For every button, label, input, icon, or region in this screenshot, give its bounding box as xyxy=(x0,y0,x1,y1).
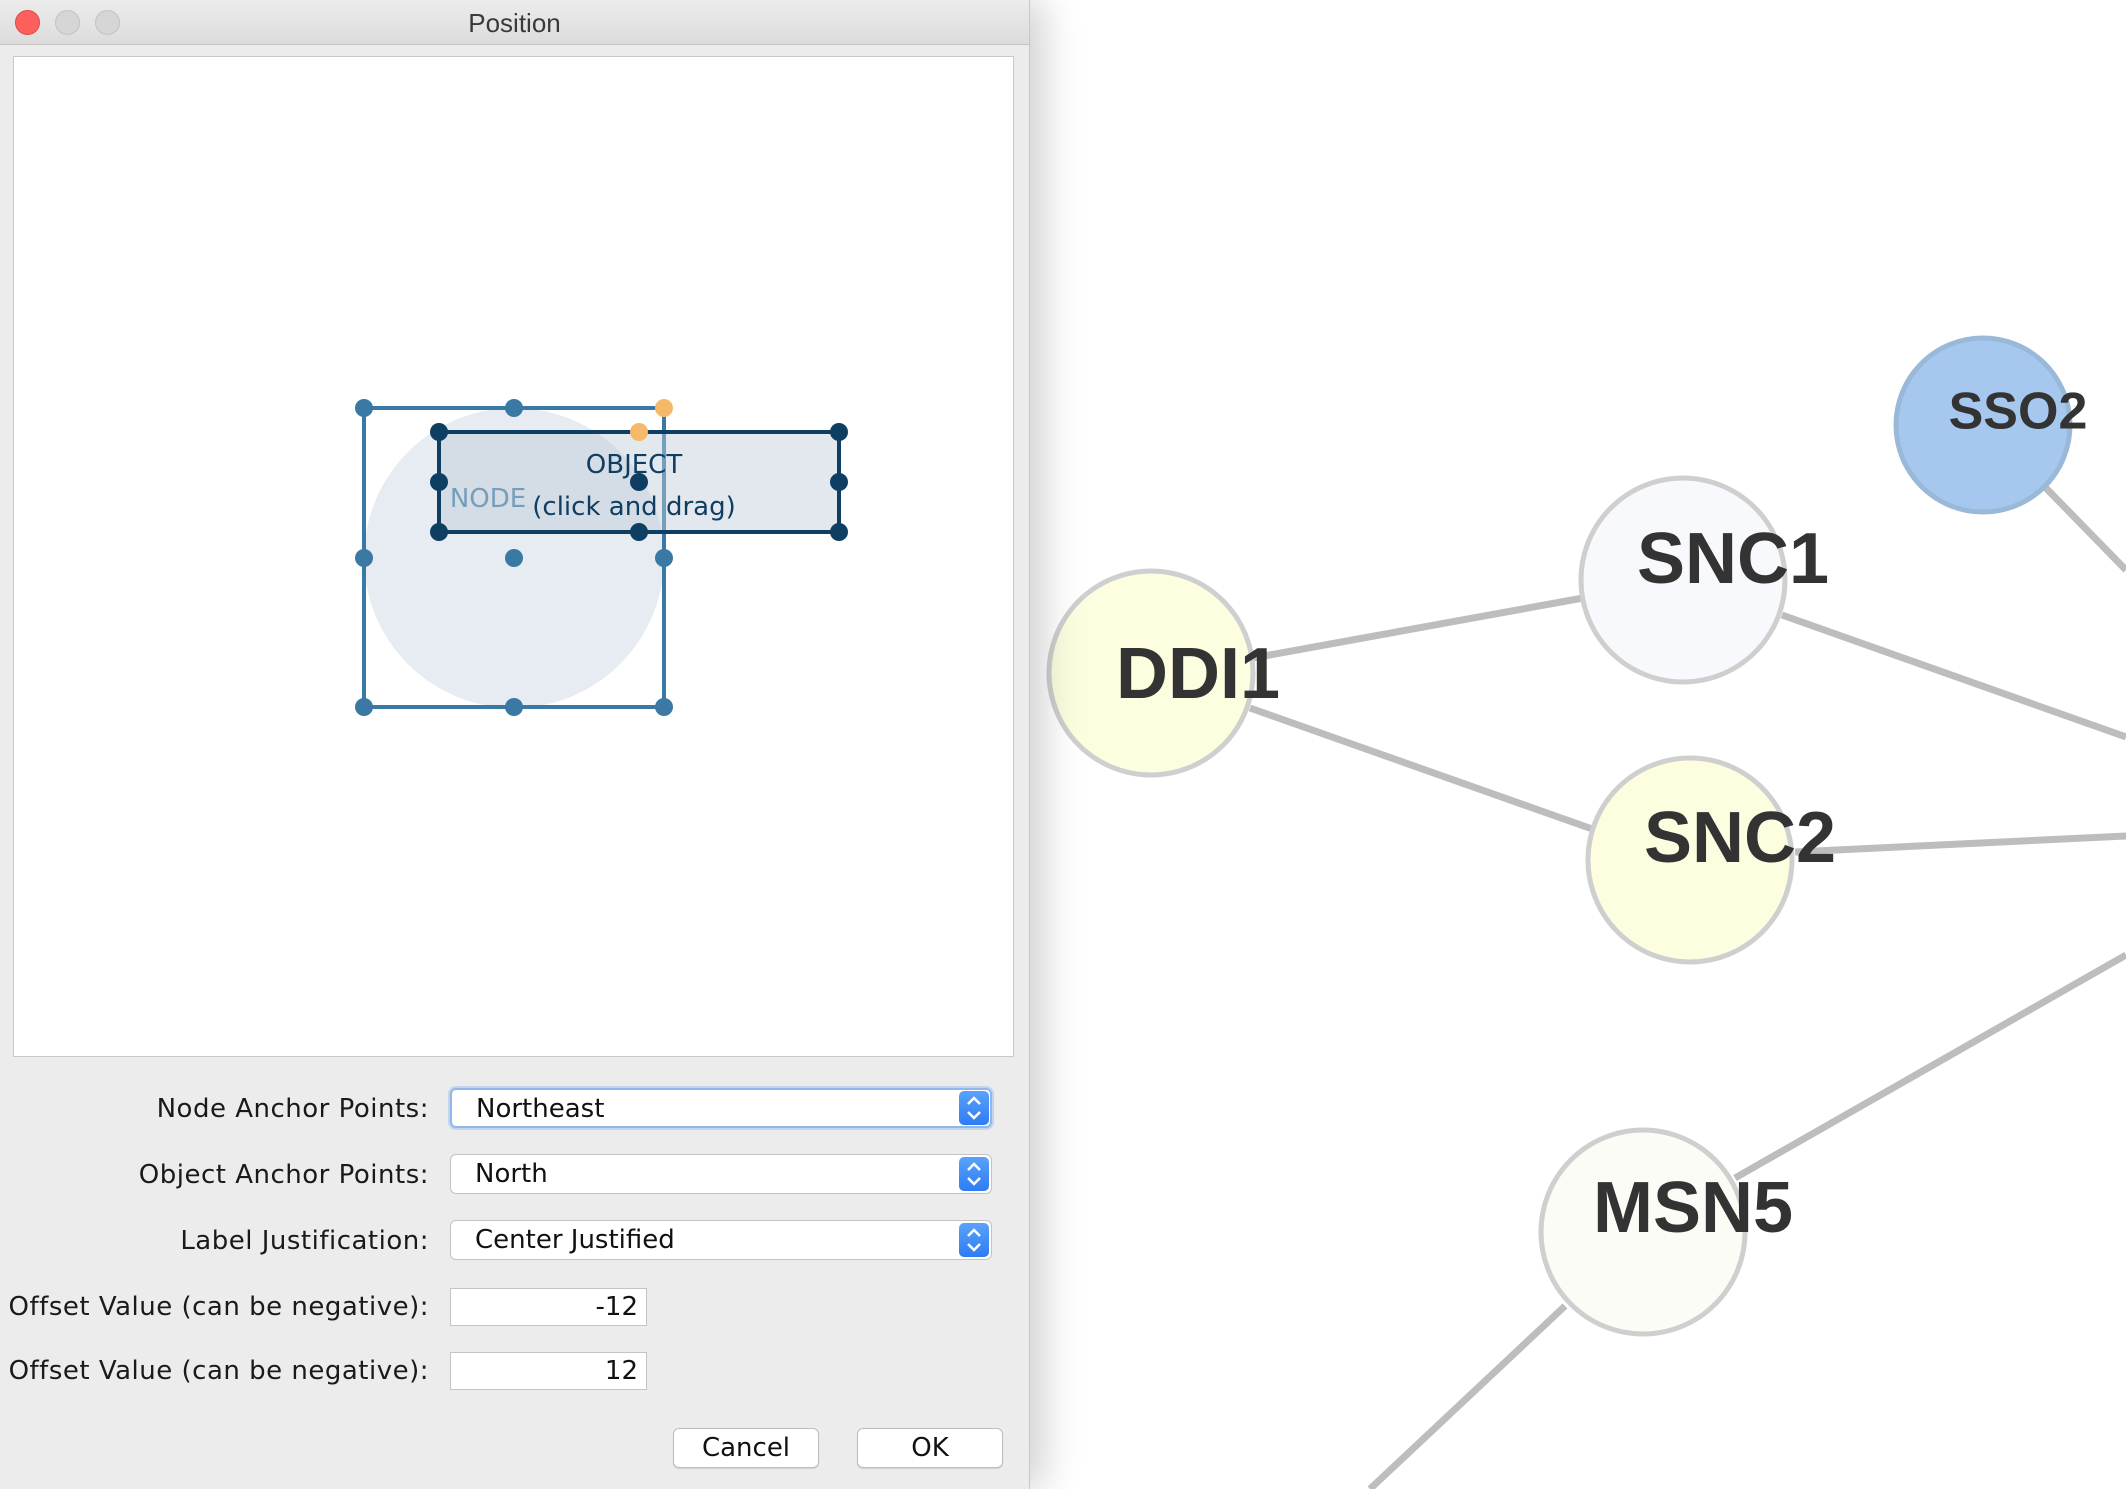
node-anchor-center[interactable] xyxy=(505,549,523,567)
edge-msn5-right[interactable] xyxy=(1733,951,2126,1182)
node-anchor-southeast[interactable] xyxy=(655,698,673,716)
object-anchor-east[interactable] xyxy=(830,473,848,491)
edge-ddi1-snc2[interactable] xyxy=(1248,704,1597,834)
node-anchor-handles xyxy=(355,399,673,716)
edge-snc1-right[interactable] xyxy=(1780,611,2126,741)
object-anchor-southwest[interactable] xyxy=(430,523,448,541)
node-msn5[interactable]: MSN5 xyxy=(1538,1127,1793,1337)
node-anchor-northeast-selected[interactable] xyxy=(655,399,673,417)
edge-snc2-right[interactable] xyxy=(1794,832,2126,856)
object-label-hint: (click and drag) xyxy=(532,492,735,522)
object-anchor-west[interactable] xyxy=(430,473,448,491)
node-label: MSN5 xyxy=(1593,1168,1793,1248)
cancel-button[interactable]: Cancel xyxy=(673,1428,819,1468)
node-anchor-points-select[interactable]: Northeast xyxy=(450,1088,992,1128)
select-stepper-icon xyxy=(959,1157,989,1191)
edge-ddi1-snc1[interactable] xyxy=(1252,594,1584,662)
edge-sso2-right[interactable] xyxy=(2040,482,2126,573)
window-title: Position xyxy=(468,8,561,38)
node-snc2[interactable]: SNC2 xyxy=(1585,755,1836,965)
network-edges xyxy=(1248,482,2126,1489)
node-label: SNC2 xyxy=(1644,798,1836,878)
object-anchor-northwest[interactable] xyxy=(430,423,448,441)
object-anchor-northeast[interactable] xyxy=(830,423,848,441)
node-label: DDI1 xyxy=(1116,634,1280,714)
node-label: SSO2 xyxy=(1949,383,2088,441)
node-anchor-south[interactable] xyxy=(505,698,523,716)
select-stepper-icon xyxy=(959,1223,989,1257)
object-anchor-points-value: North xyxy=(475,1159,548,1189)
object-anchor-points-select[interactable]: North xyxy=(450,1154,992,1194)
object-anchor-center[interactable] xyxy=(630,473,648,491)
title-bar[interactable]: Position xyxy=(0,0,1029,45)
node-ddi1[interactable]: DDI1 xyxy=(1046,568,1280,778)
node-anchor-east[interactable] xyxy=(655,549,673,567)
select-stepper-icon xyxy=(959,1091,989,1125)
node-label: SNC1 xyxy=(1637,519,1829,599)
object-anchor-north-selected[interactable] xyxy=(630,423,648,441)
node-anchor-west[interactable] xyxy=(355,549,373,567)
label-justification-select[interactable]: Center Justified xyxy=(450,1220,992,1260)
minimize-window-button[interactable] xyxy=(55,10,80,35)
object-anchor-points-label: Object Anchor Points: xyxy=(138,1160,429,1190)
label-justification-label: Label Justification: xyxy=(180,1226,429,1256)
position-dialog: Position NODE OBJECT (click and drag) xyxy=(0,0,1030,1489)
label-justification-value: Center Justified xyxy=(475,1225,675,1255)
object-anchor-handles xyxy=(430,423,848,541)
node-label: NODE xyxy=(450,484,526,514)
edge-msn5-down[interactable] xyxy=(1367,1303,1568,1489)
node-anchor-points-label: Node Anchor Points: xyxy=(156,1094,429,1124)
close-window-button[interactable] xyxy=(15,10,40,35)
object-anchor-south[interactable] xyxy=(630,523,648,541)
object-anchor-southeast[interactable] xyxy=(830,523,848,541)
node-anchor-north[interactable] xyxy=(505,399,523,417)
y-offset-input[interactable]: 12 xyxy=(450,1352,647,1390)
node-sso2[interactable]: SSO2 xyxy=(1893,335,2088,515)
ok-button[interactable]: OK xyxy=(857,1428,1003,1468)
x-offset-input[interactable]: -12 xyxy=(450,1288,647,1326)
zoom-window-button[interactable] xyxy=(95,10,120,35)
position-preview-canvas[interactable]: NODE OBJECT (click and drag) xyxy=(13,56,1014,1057)
node-anchor-northwest[interactable] xyxy=(355,399,373,417)
x-offset-label: X Offset Value (can be negative): xyxy=(0,1292,429,1322)
y-offset-label: Y Offset Value (can be negative): xyxy=(0,1356,429,1386)
node-anchor-points-value: Northeast xyxy=(476,1094,605,1124)
node-snc1[interactable]: SNC1 xyxy=(1578,475,1829,685)
node-anchor-southwest[interactable] xyxy=(355,698,373,716)
